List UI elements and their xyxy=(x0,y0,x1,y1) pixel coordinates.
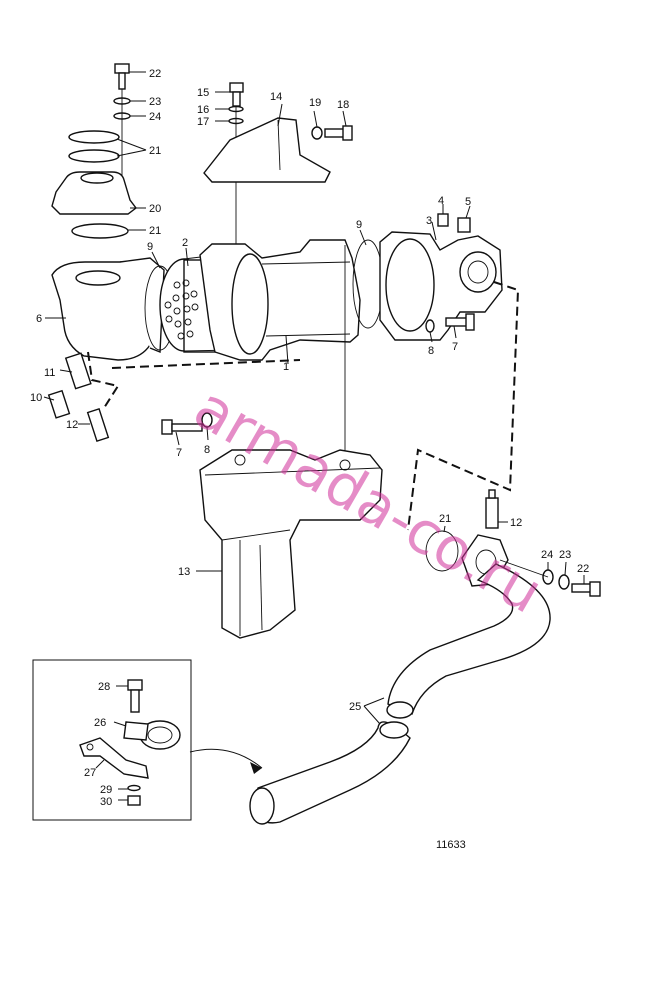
bolt-7-washer-8-mid xyxy=(161,412,213,446)
bracket-14 xyxy=(203,103,331,183)
bracket-27 xyxy=(79,737,149,779)
callout-labels: 22 23 24 21 20 21 15 16 17 14 19 18 2 9 … xyxy=(30,68,589,808)
callout-21-hose: 21 xyxy=(439,513,451,525)
inset-arrow-curve xyxy=(189,748,263,769)
fittings-10-11-12 xyxy=(43,352,110,443)
callout-17: 17 xyxy=(197,116,209,128)
clamp-26 xyxy=(113,720,181,750)
bolt-7-washer-8-right xyxy=(425,313,475,343)
callout-2: 2 xyxy=(182,237,188,249)
end-cover-3 xyxy=(379,221,503,341)
callout-11: 11 xyxy=(44,367,55,379)
leader-25 xyxy=(363,697,385,725)
callout-26: 26 xyxy=(94,717,106,729)
callout-6: 6 xyxy=(36,313,42,325)
gasket-21-lower xyxy=(71,223,146,239)
callout-29: 29 xyxy=(100,784,112,796)
dashed-connection-left xyxy=(87,351,120,409)
callout-22-top: 22 xyxy=(149,68,161,80)
callout-27: 27 xyxy=(84,767,96,779)
dashed-connection-mid xyxy=(111,359,301,369)
tube-holes xyxy=(164,279,199,340)
callout-5: 5 xyxy=(465,196,471,208)
callout-9-right: 9 xyxy=(356,219,362,231)
washer-29-nut-30 xyxy=(118,784,141,806)
callout-22-hose: 22 xyxy=(577,563,589,575)
callout-7-mid: 7 xyxy=(176,447,182,459)
callout-21-a: 21 xyxy=(149,145,161,157)
callout-8-right: 8 xyxy=(428,345,434,357)
callout-3: 3 xyxy=(426,215,432,227)
plugs-4-5 xyxy=(437,204,471,233)
callout-25: 25 xyxy=(349,701,361,713)
callout-12-left: 12 xyxy=(66,419,78,431)
callout-8-mid: 8 xyxy=(204,444,210,456)
callout-10: 10 xyxy=(30,392,42,404)
hose-25-lower xyxy=(249,721,411,825)
end-cover-6 xyxy=(45,257,165,361)
washers-16-17 xyxy=(215,105,244,125)
detail-inset-box xyxy=(32,659,192,821)
bolt-28 xyxy=(116,679,143,713)
drawing-number: 11633 xyxy=(436,839,466,851)
callout-19: 19 xyxy=(309,97,321,109)
callout-23-hose: 23 xyxy=(559,549,571,561)
gasket-21-hose xyxy=(425,525,459,572)
dashed-connection-right xyxy=(407,281,520,531)
callout-14: 14 xyxy=(270,91,282,103)
bolt-18-washer-19 xyxy=(311,110,353,141)
callout-24-hose: 24 xyxy=(541,549,553,561)
callout-7-right: 7 xyxy=(452,341,458,353)
callout-12-hose: 12 xyxy=(510,517,522,529)
callout-21-b: 21 xyxy=(149,225,161,237)
bolt-22-top xyxy=(114,63,146,90)
callout-1: 1 xyxy=(283,361,289,373)
callout-16: 16 xyxy=(197,104,209,116)
callout-30: 30 xyxy=(100,796,112,808)
callout-24-top: 24 xyxy=(149,111,161,123)
callout-4: 4 xyxy=(438,195,444,207)
callout-28: 28 xyxy=(98,681,110,693)
bolt-15 xyxy=(215,82,244,107)
callout-13: 13 xyxy=(178,566,190,578)
washers-23-24-top xyxy=(113,97,146,120)
callout-23-top: 23 xyxy=(149,96,161,108)
inset-arrow-head xyxy=(250,762,262,774)
mounting-bracket-13 xyxy=(196,449,383,639)
callout-20: 20 xyxy=(149,203,161,215)
bolt-22-washers-23-24-hose xyxy=(499,559,601,597)
hose-25-upper xyxy=(386,563,551,719)
sensor-12-hose xyxy=(485,489,508,529)
flange-20 xyxy=(51,171,146,215)
housing-1 xyxy=(199,239,361,365)
gaskets-21-top xyxy=(68,130,147,163)
callout-15: 15 xyxy=(197,87,209,99)
callout-9-left: 9 xyxy=(147,241,153,253)
callout-18: 18 xyxy=(337,99,349,111)
